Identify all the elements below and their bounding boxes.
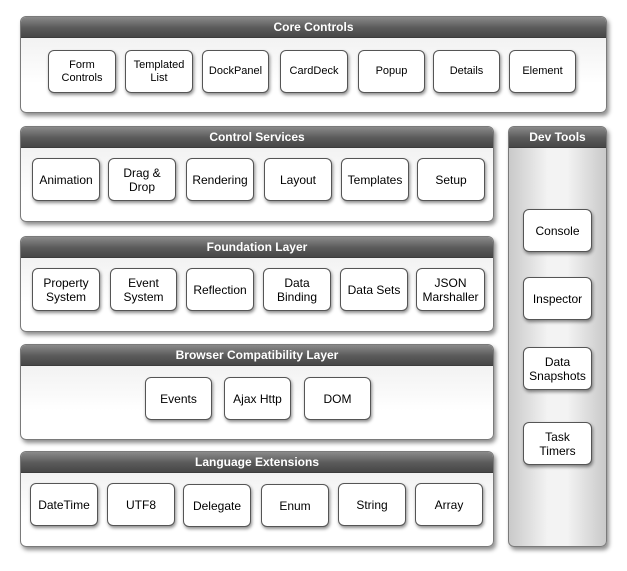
property-system-box: Property System [32,268,100,311]
element-box: Element [509,50,576,93]
task-timers-box: Task Timers [523,422,592,465]
browser-compatibility-layer: Browser Compatibility Layer Events Ajax … [20,344,494,440]
browser-compatibility-title: Browser Compatibility Layer [21,345,493,366]
inspector-box: Inspector [523,277,592,320]
popup-box: Popup [358,50,425,93]
animation-box: Animation [32,158,100,201]
templates-box: Templates [341,158,409,201]
details-box: Details [433,50,500,93]
reflection-box: Reflection [186,268,254,311]
dockpanel-box: DockPanel [202,50,269,93]
dev-tools-title: Dev Tools [509,127,606,148]
utf8-box: UTF8 [107,483,175,526]
dev-tools-panel: Dev Tools Console Inspector Data Snapsho… [508,126,607,547]
datetime-box: DateTime [30,483,98,526]
foundation-layer: Foundation Layer Property System Event S… [20,236,494,332]
ajax-http-box: Ajax Http [224,377,291,420]
data-snapshots-box: Data Snapshots [523,347,592,390]
events-box: Events [145,377,212,420]
language-extensions-layer: Language Extensions DateTime UTF8 Delega… [20,451,494,547]
carddeck-box: CardDeck [280,50,348,93]
event-system-box: Event System [110,268,177,311]
delegate-box: Delegate [183,484,251,527]
rendering-box: Rendering [186,158,254,201]
control-services-title: Control Services [21,127,493,148]
core-controls-layer: Core Controls Form Controls Templated Li… [20,16,607,113]
control-services-layer: Control Services Animation Drag & Drop R… [20,126,494,222]
language-extensions-title: Language Extensions [21,452,493,473]
dom-box: DOM [304,377,371,420]
drag-drop-box: Drag & Drop [108,158,176,201]
templated-list-box: Templated List [125,50,193,93]
string-box: String [338,483,406,526]
json-marshaller-box: JSON Marshaller [416,268,485,311]
core-controls-title: Core Controls [21,17,606,38]
form-controls-box: Form Controls [48,50,116,93]
console-box: Console [523,209,592,252]
data-sets-box: Data Sets [340,268,408,311]
array-box: Array [415,483,483,526]
setup-box: Setup [417,158,485,201]
layout-box: Layout [264,158,332,201]
enum-box: Enum [261,484,329,527]
data-binding-box: Data Binding [263,268,331,311]
foundation-layer-title: Foundation Layer [21,237,493,258]
